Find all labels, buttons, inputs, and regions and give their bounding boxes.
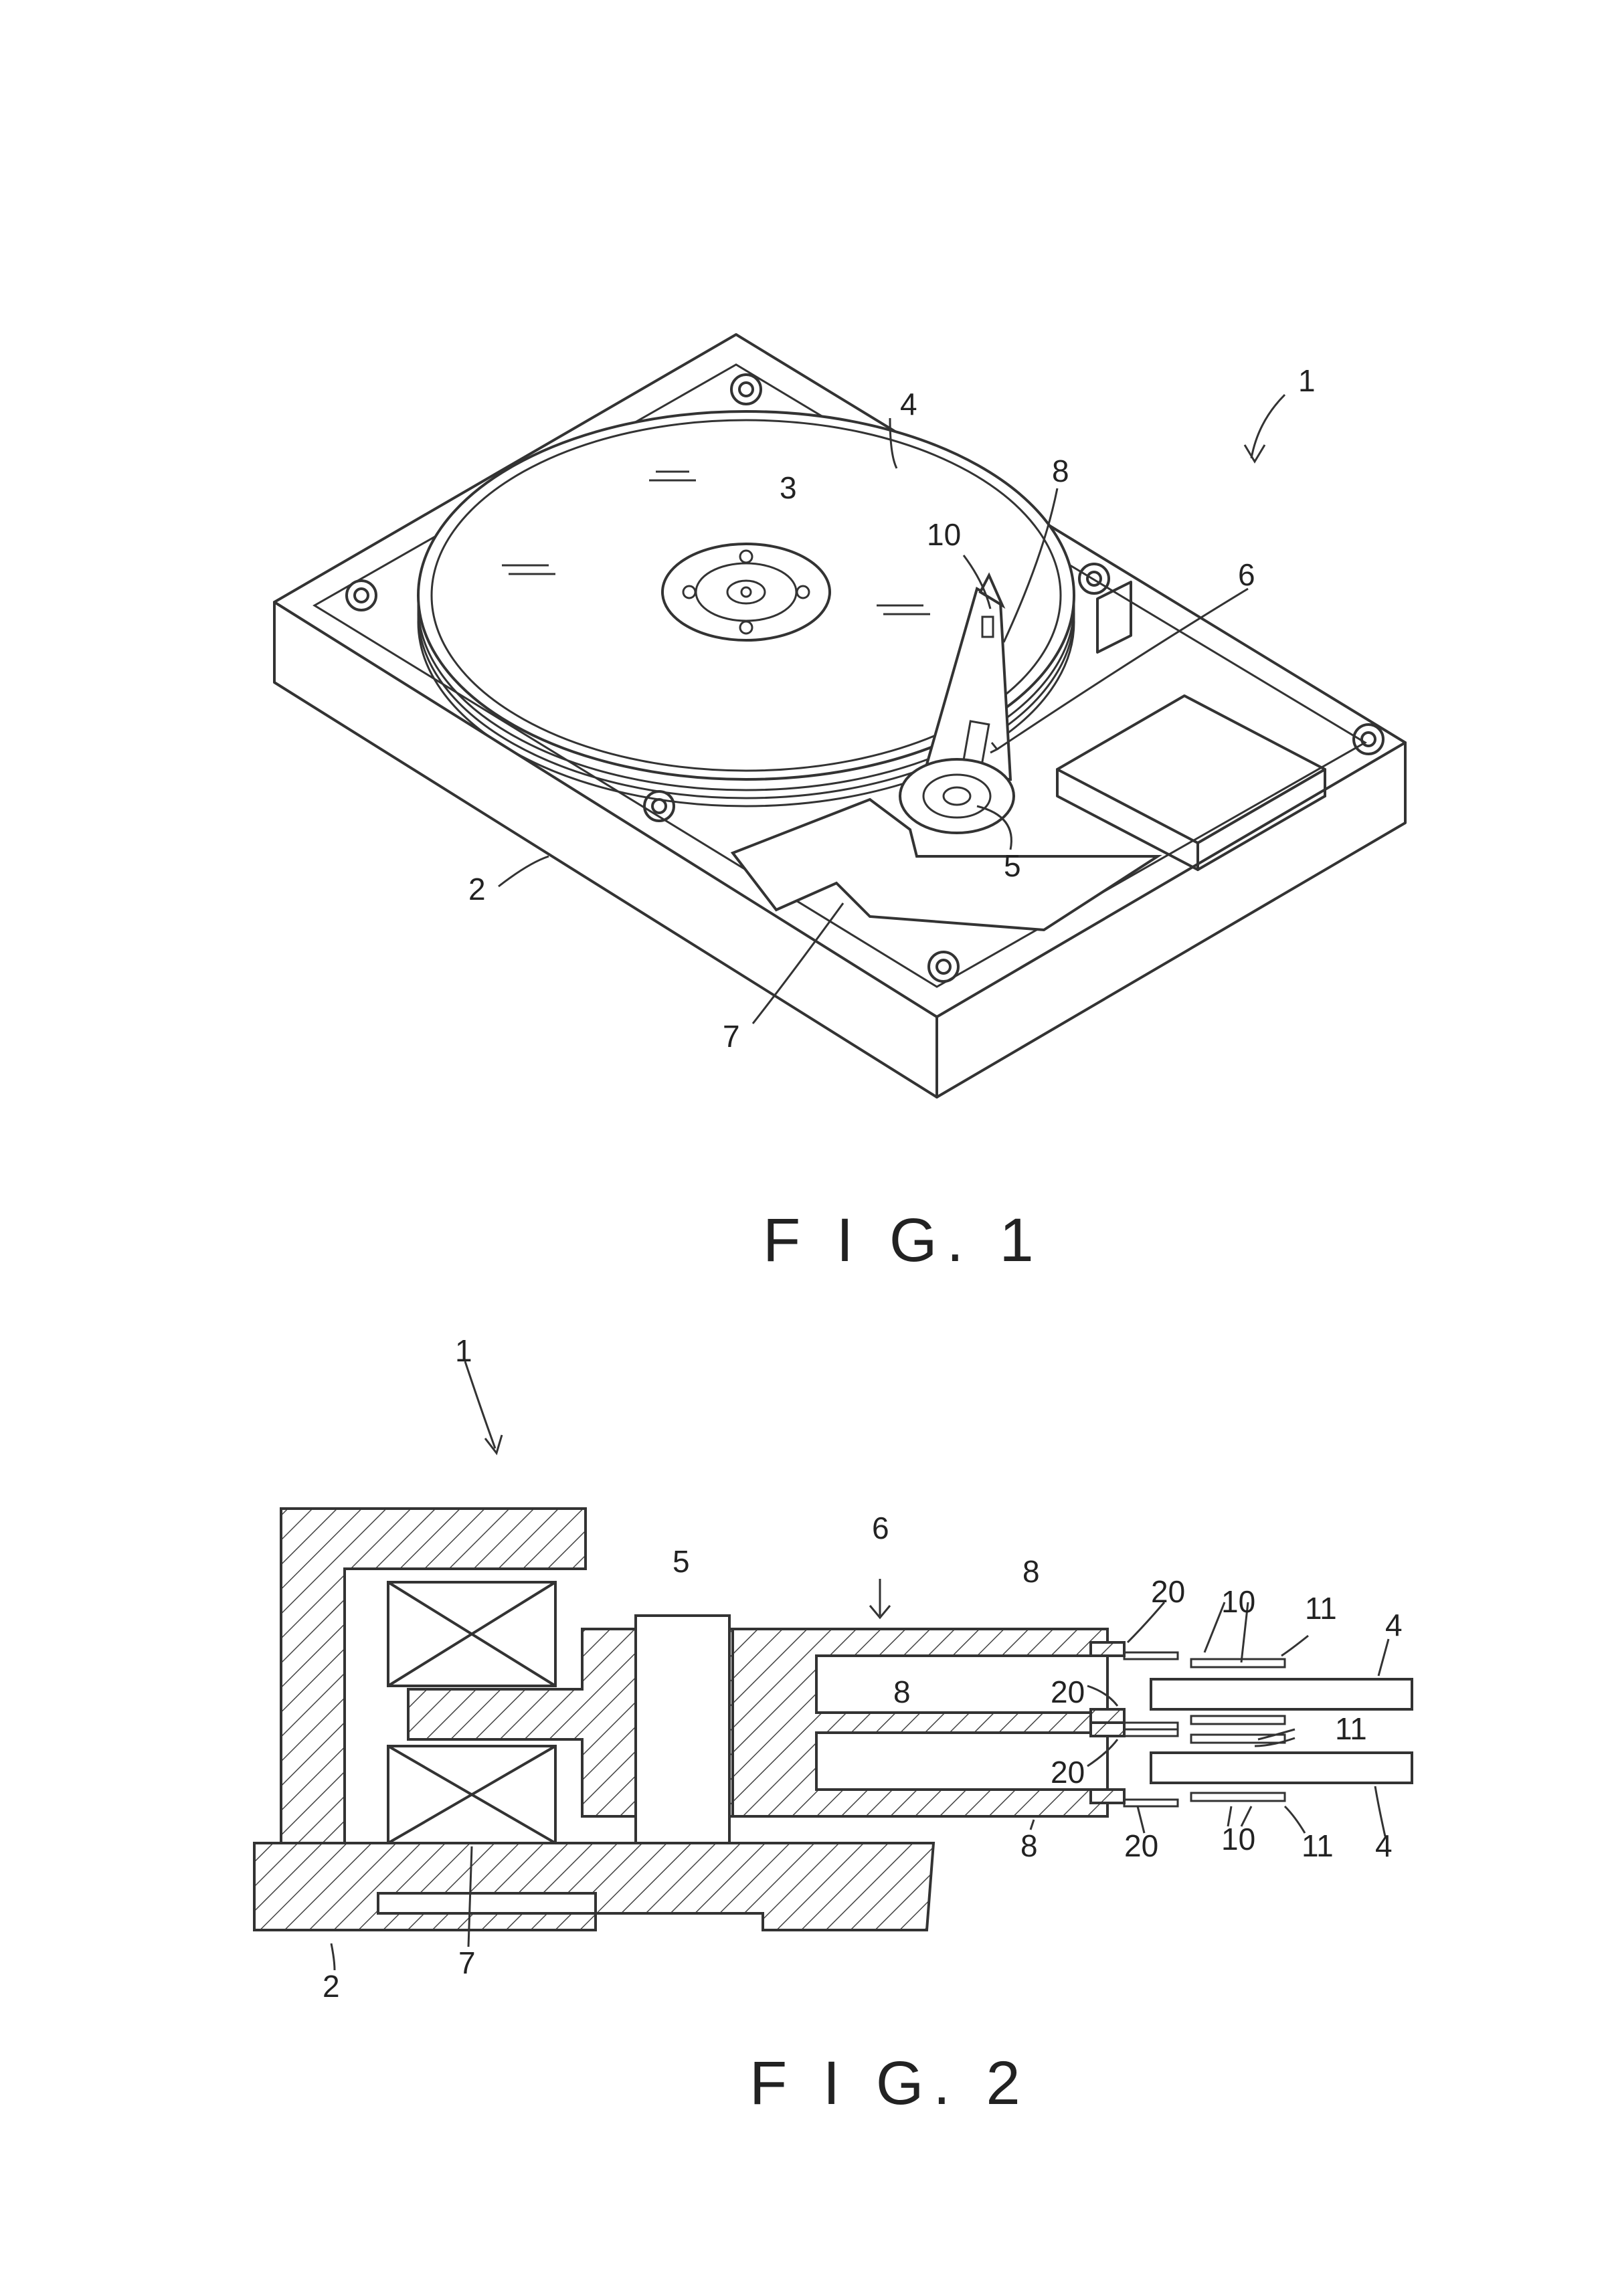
ref-11: 11 [1305, 1591, 1337, 1626]
ref-4: 4 [1385, 1608, 1403, 1642]
ref-20: 20 [1151, 1574, 1185, 1609]
coil-upper [388, 1582, 555, 1686]
ref-5: 5 [673, 1544, 690, 1579]
ref-4: 4 [1375, 1828, 1393, 1863]
ref-1: 1 [1298, 363, 1316, 398]
ref-2: 2 [468, 872, 486, 906]
fig2-caption: F I G. 2 [749, 2049, 1030, 2117]
ref-6: 6 [872, 1511, 889, 1545]
coil-lower [388, 1746, 555, 1843]
spindle-hub [662, 544, 830, 640]
ref-20: 20 [1051, 1675, 1085, 1709]
fig1-drawing [274, 334, 1405, 1097]
fig2-drawing [254, 1361, 1412, 1970]
ref-3: 3 [780, 470, 797, 505]
ref-6: 6 [1238, 557, 1255, 592]
pivot-bearing [636, 1616, 729, 1843]
ref-10: 10 [1221, 1584, 1255, 1619]
ref-10: 10 [927, 517, 961, 552]
ref-10: 10 [1221, 1822, 1255, 1856]
ref-8: 8 [1022, 1554, 1040, 1589]
ref-11: 11 [1335, 1711, 1367, 1746]
ref-8: 8 [1052, 454, 1069, 488]
disk-upper [1151, 1679, 1412, 1709]
ref-7: 7 [458, 1945, 476, 1980]
ref-20: 20 [1051, 1755, 1085, 1790]
ref-11: 11 [1302, 1828, 1334, 1863]
ref-20: 20 [1124, 1828, 1158, 1863]
ref-4: 4 [900, 387, 917, 421]
ref-1: 1 [455, 1333, 472, 1368]
ref-8: 8 [1020, 1828, 1038, 1863]
disk-lower [1151, 1753, 1412, 1783]
fig1-caption: F I G. 1 [763, 1206, 1043, 1274]
ref-2: 2 [323, 1969, 340, 2004]
base-section [254, 1843, 933, 1930]
ref-8: 8 [893, 1675, 911, 1709]
ref-5: 5 [1004, 848, 1021, 883]
ref-7: 7 [723, 1019, 740, 1054]
base-recess [378, 1893, 596, 1913]
